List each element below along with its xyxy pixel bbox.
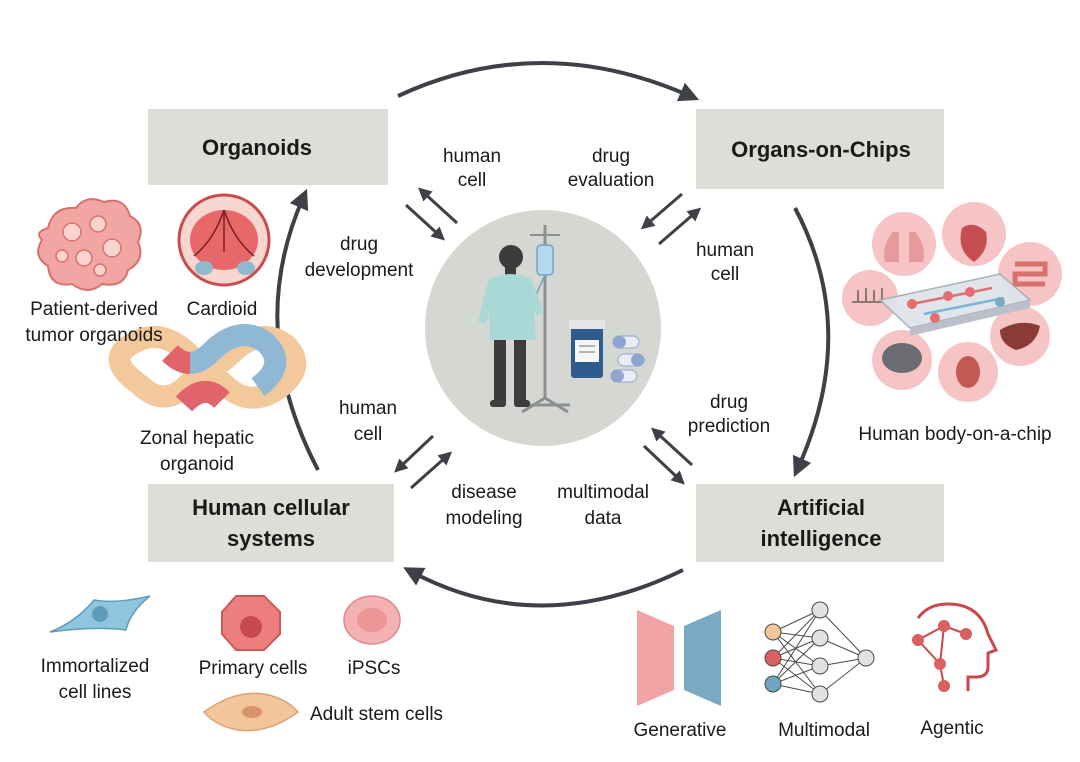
generative-model-icon bbox=[637, 610, 721, 706]
arrow-in-tr bbox=[640, 192, 683, 230]
box-organs-on-chips: Organs-on-Chips bbox=[696, 109, 944, 189]
arrow-in-br bbox=[651, 427, 694, 467]
box-human-cellular-systems: Human cellular systems bbox=[148, 484, 394, 562]
label-drug-evaluation-2: evaluation bbox=[568, 170, 655, 191]
label-multimodal-data-1: multimodal bbox=[557, 482, 649, 503]
body-on-a-chip-icon bbox=[842, 202, 1062, 402]
label-disease-modeling-1: disease bbox=[451, 482, 517, 503]
human-cellular-title-line2: systems bbox=[227, 526, 315, 551]
label-cardioid: Cardioid bbox=[187, 299, 258, 320]
label-adult-stem-cells: Adult stem cells bbox=[310, 704, 443, 725]
center-patient-illustration bbox=[425, 210, 661, 446]
organoids-title: Organoids bbox=[202, 135, 312, 160]
exchange-arrows bbox=[394, 187, 702, 490]
cell-labels: Immortalized cell lines Primary cells iP… bbox=[41, 656, 443, 725]
label-drug-prediction-1: drug bbox=[710, 392, 748, 413]
label-body-on-a-chip: Human body-on-a-chip bbox=[858, 424, 1051, 445]
label-multimodal: Multimodal bbox=[778, 720, 870, 741]
arrow-out-br bbox=[642, 444, 685, 485]
zonal-hepatic-organoid-icon bbox=[108, 324, 307, 412]
skin-icon bbox=[842, 270, 898, 326]
center-circle bbox=[425, 210, 661, 446]
label-drug-evaluation-1: drug bbox=[592, 146, 630, 167]
label-disease-modeling-2: modeling bbox=[445, 508, 522, 529]
label-immortalized-1: Immortalized bbox=[41, 656, 150, 677]
box-organoids: Organoids bbox=[148, 109, 388, 185]
box-artificial-intelligence: Artificial intelligence bbox=[696, 484, 944, 562]
label-human-cell-tr-2: cell bbox=[711, 264, 740, 285]
lungs-icon bbox=[872, 212, 936, 276]
medicine-bottle-icon bbox=[569, 320, 605, 378]
organs-on-chips-title: Organs-on-Chips bbox=[731, 137, 911, 162]
label-zonal-hepatic-1: Zonal hepatic bbox=[140, 428, 254, 449]
arrow-out-tr bbox=[658, 207, 702, 246]
ipsc-icon bbox=[343, 595, 401, 645]
arrow-ai-to-cells bbox=[403, 567, 684, 608]
arrow-out-bl bbox=[394, 434, 435, 473]
label-human-cell-tr-1: human bbox=[696, 240, 754, 261]
label-human-cell-bl-2: cell bbox=[354, 424, 383, 445]
iv-bag-icon bbox=[536, 244, 554, 276]
arrow-out-tl bbox=[418, 187, 459, 225]
ai-labels: Generative Multimodal Agentic bbox=[634, 718, 984, 741]
cardioid-icon bbox=[177, 193, 271, 287]
label-patient-derived-2: tumor organoids bbox=[25, 325, 162, 346]
arrow-in-bl bbox=[410, 451, 453, 490]
organoid-labels: Patient-derived tumor organoids Cardioid… bbox=[25, 299, 257, 475]
patient-figure bbox=[478, 245, 544, 407]
immortalized-cell-icon bbox=[49, 595, 151, 633]
label-generative: Generative bbox=[634, 720, 727, 741]
label-drug-prediction-2: prediction bbox=[688, 416, 770, 437]
arrow-in-tl bbox=[404, 203, 445, 241]
label-multimodal-data-2: data bbox=[585, 508, 622, 529]
label-drug-development-2: development bbox=[305, 260, 415, 281]
center-labels: human cell drug evaluation drug developm… bbox=[305, 146, 771, 529]
ai-title-line2: intelligence bbox=[760, 526, 881, 551]
label-zonal-hepatic-2: organoid bbox=[160, 454, 234, 475]
label-human-cell-tl-2: cell bbox=[458, 170, 487, 191]
ai-title-line1: Artificial bbox=[777, 495, 865, 520]
label-patient-derived-1: Patient-derived bbox=[30, 299, 158, 320]
human-cellular-title-line1: Human cellular bbox=[192, 495, 350, 520]
arrow-chips-to-ai bbox=[792, 207, 831, 478]
label-agentic: Agentic bbox=[920, 718, 983, 739]
patient-derived-tumor-organoid-icon bbox=[37, 198, 142, 291]
adult-stem-cell-icon bbox=[202, 692, 300, 732]
label-human-cell-bl-1: human bbox=[339, 398, 397, 419]
arrow-organoids-to-chips bbox=[397, 61, 700, 102]
agentic-head-icon bbox=[912, 602, 999, 692]
pills-icon bbox=[610, 335, 645, 383]
label-drug-development-1: drug bbox=[340, 234, 378, 255]
label-ipscs: iPSCs bbox=[348, 658, 401, 679]
label-primary-cells: Primary cells bbox=[199, 658, 308, 679]
label-human-cell-tl-1: human bbox=[443, 146, 501, 167]
primary-cell-icon bbox=[221, 595, 281, 651]
multimodal-network-icon bbox=[764, 601, 875, 703]
label-immortalized-2: cell lines bbox=[59, 682, 132, 703]
